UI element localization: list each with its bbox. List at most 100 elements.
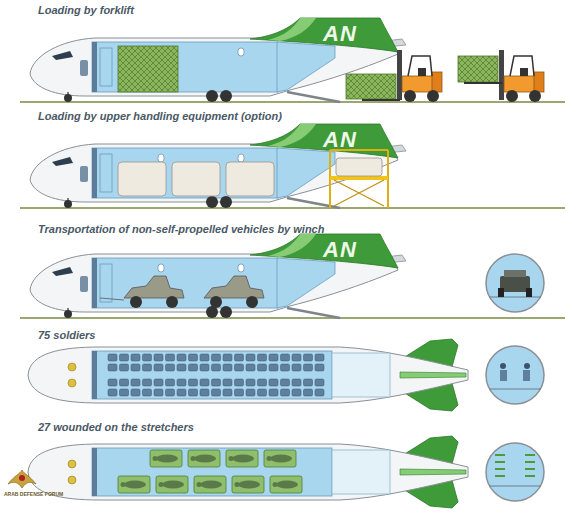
main-wheel	[206, 90, 218, 102]
crew-seat	[80, 276, 88, 292]
patient-head	[267, 456, 272, 461]
winch-cable	[100, 298, 124, 300]
aircraft-top-view	[28, 436, 468, 508]
patient-head	[273, 482, 278, 487]
troop-seat	[108, 389, 117, 396]
troop-seat	[108, 364, 117, 371]
watermark-text: ARAB DEFENSE FORUM	[4, 491, 63, 497]
tail-fin	[250, 124, 398, 158]
forklift-seat	[418, 68, 426, 76]
upper-loader	[330, 150, 388, 208]
troop-seat	[281, 364, 290, 371]
cargo-ramp	[287, 198, 340, 208]
troop-seat	[292, 354, 301, 361]
stretcher	[270, 476, 302, 493]
stretcher	[232, 476, 264, 493]
troop-seat	[212, 364, 221, 371]
cockpit-bulkhead	[92, 351, 97, 399]
cargo-pallet	[118, 46, 178, 92]
forklift-wheel	[529, 90, 541, 102]
vehicle-screen	[504, 270, 526, 277]
cabin-window	[238, 48, 244, 56]
main-wheel	[220, 90, 232, 102]
vehicle-wheel	[498, 288, 504, 297]
section-heading: 27 wounded on the stretchers	[38, 421, 194, 433]
fuselage	[28, 347, 468, 403]
crew-seat	[68, 379, 76, 387]
troop-seat	[154, 389, 163, 396]
troop-seat	[212, 389, 221, 396]
cargo-ramp	[287, 308, 340, 318]
stretcher	[194, 476, 226, 493]
tail-fin-top	[400, 372, 466, 378]
patient	[156, 455, 178, 463]
troop-seat	[166, 364, 175, 371]
troop-seat	[131, 364, 140, 371]
patient-head	[191, 456, 196, 461]
cargo-container	[118, 162, 166, 196]
patient-head	[153, 456, 158, 461]
troop-seat	[315, 354, 324, 361]
troop-seat	[120, 389, 129, 396]
stretcher-tier	[495, 475, 505, 477]
stretcher	[118, 476, 150, 493]
troop-seat	[235, 379, 244, 386]
patient	[232, 455, 254, 463]
troop-seat	[177, 354, 186, 361]
cargo-container	[336, 158, 382, 176]
soldier-head	[500, 363, 506, 369]
troop-seat	[292, 379, 301, 386]
troop-seat	[154, 379, 163, 386]
fuselage-section	[486, 346, 544, 404]
door-outline	[100, 48, 112, 86]
troop-seat	[223, 354, 232, 361]
patient	[200, 481, 222, 489]
troop-seat	[235, 354, 244, 361]
tail-fin-top	[400, 469, 466, 475]
soldier-body	[500, 370, 507, 381]
troop-seat	[131, 389, 140, 396]
soldier-head	[524, 363, 530, 369]
aircraft-side-view	[20, 234, 565, 318]
cargo-container	[226, 162, 274, 196]
troop-seat	[258, 354, 267, 361]
ground-line	[20, 317, 565, 319]
cargo-cabin-rear	[277, 148, 335, 198]
troop-seat	[189, 379, 198, 386]
crew-seat	[68, 363, 76, 371]
cargo-cabin	[92, 258, 278, 308]
stretcher-tier	[525, 454, 535, 456]
troop-seat	[235, 389, 244, 396]
patient	[194, 455, 216, 463]
troop-seat	[258, 379, 267, 386]
troop-seat	[177, 364, 186, 371]
cross-section	[486, 346, 544, 404]
cargo-pallet	[458, 56, 498, 82]
ramp-area	[332, 353, 390, 397]
cabin-window	[158, 154, 164, 162]
troop-seat	[143, 364, 152, 371]
main-wheel	[220, 306, 232, 318]
troop-seat	[108, 379, 117, 386]
tail-fin	[250, 234, 398, 268]
troop-seat	[189, 364, 198, 371]
nose-wheel	[64, 94, 72, 102]
cargo-cabin	[92, 42, 278, 92]
forklift-seat	[520, 68, 528, 76]
main-wheel	[220, 196, 232, 208]
aircraft-side-view	[20, 124, 565, 208]
tail-fin	[250, 18, 398, 52]
loader-platform	[330, 176, 388, 180]
cockpit-bulkhead	[92, 258, 97, 308]
patient	[238, 481, 260, 489]
forklift-wheel	[404, 90, 416, 102]
troop-seat	[246, 389, 255, 396]
logo-wing	[8, 470, 36, 488]
vehicle-body	[124, 276, 184, 298]
cargo-ramp	[287, 92, 340, 102]
fuselage-section	[486, 443, 544, 501]
troop-seat	[292, 364, 301, 371]
troop-seat	[258, 364, 267, 371]
section-heading: 75 soldiers	[38, 329, 95, 341]
fuselage-section	[486, 254, 544, 312]
